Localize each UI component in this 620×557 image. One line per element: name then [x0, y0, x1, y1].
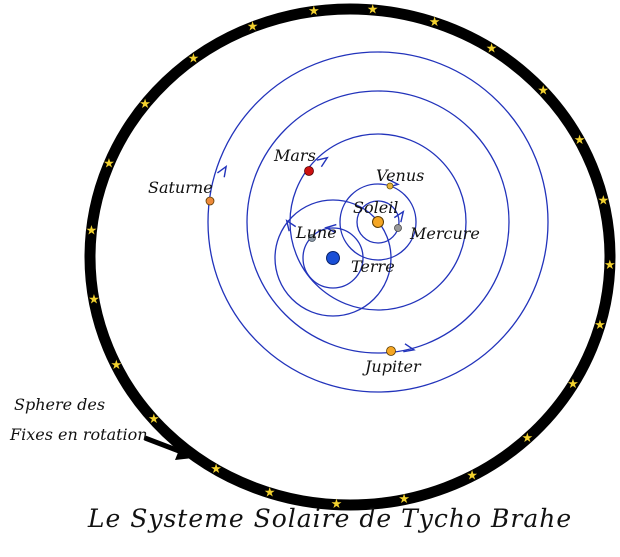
saturn-orbit	[207, 51, 549, 393]
rotation-arrow-head	[175, 445, 193, 460]
sun-label: Soleil	[353, 198, 398, 217]
sphere-caption-line1: Sphere des	[14, 395, 105, 414]
fixed-stars-sphere-ring	[84, 3, 616, 511]
orbit-direction-arrow	[217, 165, 228, 178]
stars-group: ★ ★ ★ ★ ★ ★ ★ ★ ★ ★ ★ ★ ★ ★ ★ ★ ★ ★ ★ ★ ★ ★ ★ ★	[86, 2, 616, 512]
rotation-arrow-shaft	[144, 435, 180, 454]
sun-orbit	[274, 199, 392, 317]
rotation-arrow	[144, 435, 193, 460]
star-icon: ★	[86, 224, 98, 239]
jupiter-orbit	[246, 90, 510, 354]
star-icon: ★	[247, 20, 259, 35]
orbit-direction-arrow	[285, 219, 297, 232]
mercury-dot	[394, 224, 402, 232]
star-icon: ★	[597, 194, 609, 209]
orbit-direction-arrow	[393, 210, 405, 223]
star-icon: ★	[188, 51, 200, 66]
jupiter-label: Jupiter	[362, 357, 422, 376]
orbits-group	[207, 51, 549, 393]
moon-label: Lune	[295, 223, 337, 242]
moon-dot	[308, 234, 316, 242]
saturn-dot	[205, 196, 215, 206]
orbit-direction-arrows	[217, 156, 416, 353]
star-icon: ★	[367, 2, 379, 17]
jupiter-dot	[386, 346, 396, 356]
venus-label: Venus	[376, 166, 424, 185]
star-icon: ★	[567, 377, 579, 392]
earth-dot	[326, 251, 340, 265]
star-icon: ★	[308, 4, 320, 19]
earth-label: Terre	[351, 257, 395, 276]
orbit-direction-arrow	[324, 223, 337, 234]
star-icon: ★	[398, 492, 410, 507]
star-icon: ★	[331, 497, 343, 512]
moon-orbit	[302, 227, 364, 289]
star-icon: ★	[139, 97, 151, 112]
mars-orbit	[289, 133, 467, 311]
mercury-orbit	[356, 200, 400, 244]
sphere-caption-line2: Fixes en rotation	[9, 425, 148, 444]
venus-orbit	[339, 183, 417, 261]
orbit-direction-arrow	[403, 343, 416, 353]
star-icon: ★	[148, 412, 160, 427]
mars-label: Mars	[273, 146, 316, 165]
venus-dot	[386, 182, 394, 190]
orbit-direction-arrow	[316, 156, 329, 168]
star-icon: ★	[88, 293, 100, 308]
mars-dot	[304, 166, 314, 176]
star-icon: ★	[574, 133, 586, 148]
star-icon: ★	[210, 462, 222, 477]
saturn-label: Saturne	[148, 178, 213, 197]
star-icon: ★	[521, 431, 533, 446]
star-icon: ★	[466, 469, 478, 484]
star-icon: ★	[537, 84, 549, 99]
star-icon: ★	[594, 318, 606, 333]
star-icon: ★	[103, 157, 115, 172]
star-icon: ★	[429, 15, 441, 30]
diagram-title: Le Systeme Solaire de Tycho Brahe	[87, 504, 572, 533]
sun-dot	[372, 216, 384, 228]
star-icon: ★	[604, 258, 616, 273]
star-icon: ★	[486, 42, 498, 57]
mercury-label: Mercure	[409, 224, 480, 243]
star-icon: ★	[264, 485, 276, 500]
star-icon: ★	[110, 358, 122, 373]
